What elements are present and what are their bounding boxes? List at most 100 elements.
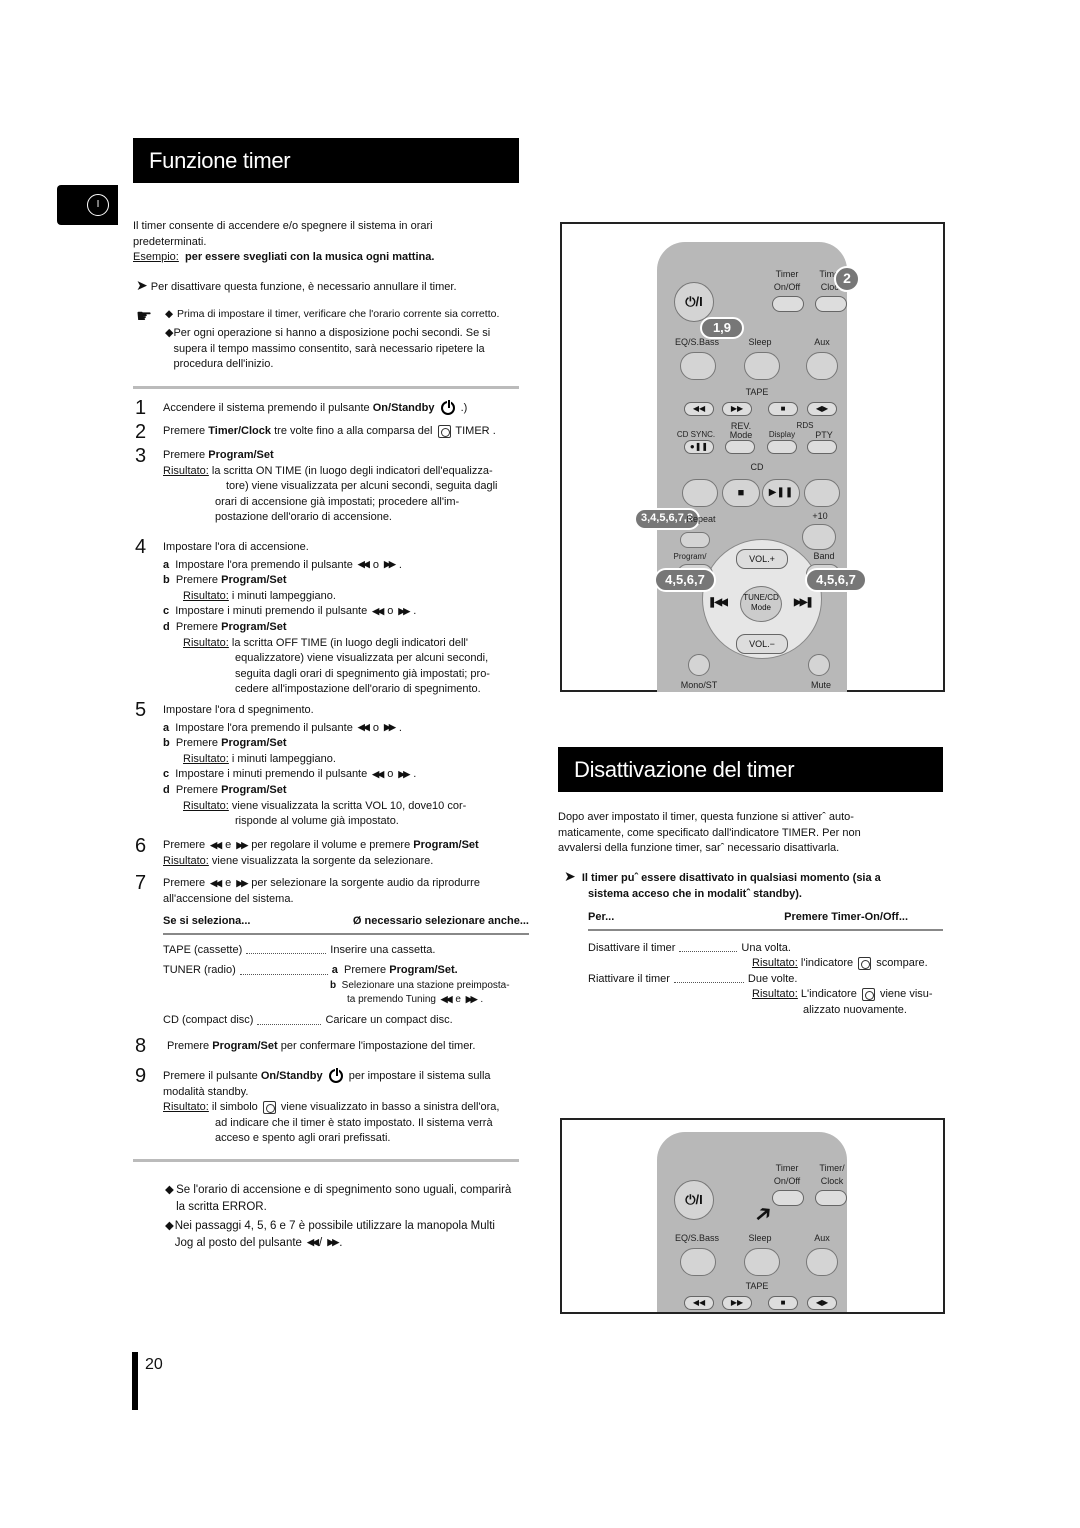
step-2: Premere Timer/Clock tre volte fino a all…	[163, 424, 496, 438]
table-row: TUNER (radio) a Premere Program/Set.	[163, 964, 458, 977]
repeat-button[interactable]	[680, 532, 710, 548]
eq-button[interactable]	[680, 1248, 716, 1276]
callout-1-9: 1,9	[700, 317, 744, 339]
eq-button[interactable]	[680, 352, 716, 380]
step-7: Premere ◀◀ e ▶▶ per selezionare la sorge…	[163, 877, 480, 905]
next-icon: ▶▶	[384, 722, 396, 733]
tips-list: ◆Prima di impostare il timer, verificare…	[165, 308, 500, 371]
mono-button[interactable]	[688, 654, 710, 676]
language-tab: I	[57, 185, 118, 225]
tape-section-label: TAPE	[732, 386, 782, 399]
step-8: Premere Program/Set per confermare l'imp…	[167, 1040, 476, 1052]
power-icon	[328, 1067, 343, 1084]
next-icon: ▶▶	[398, 606, 410, 617]
sleep-button[interactable]	[744, 1248, 780, 1276]
tape-section-label: TAPE	[732, 1280, 782, 1293]
disable-table: Per... Premere Timer-On/Off... Disattiva…	[588, 910, 943, 1019]
timer-clock-icon	[861, 988, 875, 1002]
prev-icon: ◀◀	[357, 559, 370, 570]
aux-button[interactable]	[806, 352, 838, 380]
language-indicator: I	[87, 194, 109, 216]
callout-4-7-right: 4,5,6,7	[805, 568, 867, 592]
arrow-icon: ➤	[136, 277, 148, 293]
plus10-button[interactable]	[802, 524, 836, 550]
tape-forward-button[interactable]: ▶▶	[722, 1296, 752, 1310]
step-5: Impostare l'ora d spegnimento. a Imposta…	[163, 704, 467, 828]
pointing-hand-icon: ☛	[136, 306, 153, 326]
timer-clock-button[interactable]	[815, 296, 847, 312]
tape-play-button[interactable]: ◀▶	[807, 1296, 837, 1310]
cd-section-label: CD	[742, 461, 772, 474]
timer-clock-icon	[437, 424, 451, 438]
prev-icon: ◀◀	[357, 722, 370, 733]
power-button[interactable]: ⏻/I	[674, 282, 714, 322]
page-title-bar: Funzione timer	[133, 138, 519, 183]
callout-4-7-left: 4,5,6,7	[654, 568, 716, 592]
page-title: Funzione timer	[149, 147, 291, 173]
source-table: Se si seleziona... Ø necessario selezion…	[163, 914, 529, 1029]
timer-clock-icon	[262, 1100, 276, 1114]
table-row: CD (compact disc)Caricare un compact dis…	[163, 1014, 453, 1027]
step-4-number: 4	[135, 536, 147, 558]
timer-clock-icon	[858, 956, 872, 970]
vol-up-button[interactable]: VOL.+	[736, 549, 788, 569]
cd-left-button[interactable]	[682, 479, 718, 507]
step-1-number: 1	[135, 397, 147, 419]
step-6-number: 6	[135, 835, 147, 857]
step-1: Accendere il sistema premendo il pulsant…	[163, 399, 468, 416]
power-icon	[440, 399, 455, 416]
table-header: Per...	[588, 911, 615, 923]
cd-play-button[interactable]: ▶❚❚	[762, 479, 800, 507]
example-label: Esempio:	[133, 251, 179, 264]
footnotes: ◆Se l'orario di accensione e di spegnime…	[165, 1184, 512, 1250]
tape-rewind-button[interactable]: ◀◀	[684, 1296, 714, 1310]
step-7-number: 7	[135, 872, 147, 894]
skip-forward-icon[interactable]: ▶▶❚	[794, 597, 814, 608]
timer-onoff-button[interactable]	[772, 296, 804, 312]
timer-clock-button[interactable]	[815, 1190, 847, 1206]
step-2-number: 2	[135, 421, 147, 443]
divider	[133, 1159, 519, 1162]
skip-back-icon[interactable]: ❚◀◀	[708, 597, 728, 608]
callout-3-8: 3,4,5,6,7,8	[634, 508, 700, 530]
step-3-number: 3	[135, 445, 147, 467]
cd-right-button[interactable]	[804, 479, 840, 507]
aux-button[interactable]	[806, 1248, 838, 1276]
mute-button[interactable]	[808, 654, 830, 676]
timer-onoff-button[interactable]	[772, 1190, 804, 1206]
step-3: Premere Program/Set Risultato: la scritt…	[163, 449, 498, 524]
display-button[interactable]	[767, 440, 797, 454]
right-intro: Dopo aver impostato il timer, questa fun…	[558, 811, 861, 855]
right-note: ➤ Il timer puˆ essere disattivato in qua…	[564, 868, 881, 900]
page-number: 20	[145, 1356, 163, 1373]
cd-stop-button[interactable]: ■	[722, 479, 760, 507]
tape-forward-button[interactable]: ▶▶	[722, 402, 752, 416]
tape-rewind-button[interactable]: ◀◀	[684, 402, 714, 416]
table-header: Ø necessario selezionare anche...	[352, 915, 529, 927]
disable-note: ➤ Per disattivare questa funzione, è nec…	[136, 277, 457, 293]
arrow-icon: ➤	[564, 868, 576, 884]
section-title: Disattivazione del timer	[574, 756, 795, 782]
step-9: Premere il pulsante On/Standby per impos…	[163, 1067, 500, 1145]
prev-icon: ◀◀	[372, 606, 384, 617]
next-icon: ▶▶	[384, 559, 396, 570]
mode-button[interactable]	[725, 440, 755, 454]
tape-stop-button[interactable]: ■	[768, 402, 798, 416]
tape-stop-button[interactable]: ■	[768, 1296, 798, 1310]
step-9-number: 9	[135, 1065, 147, 1087]
vol-down-button[interactable]: VOL.−	[736, 634, 788, 654]
prev-icon: ◀◀	[372, 769, 384, 780]
step-8-number: 8	[135, 1035, 147, 1057]
pty-button[interactable]	[807, 440, 837, 454]
step-4: Impostare l'ora di accensione. a Imposta…	[163, 541, 490, 696]
intro-text: Il timer consente di accendere e/o spegn…	[133, 220, 435, 264]
power-button[interactable]: ⏻/I	[674, 1180, 714, 1220]
tape-play-button[interactable]: ◀▶	[807, 402, 837, 416]
next-icon: ▶▶	[398, 769, 410, 780]
cd-play-pause-button[interactable]: ●❚❚	[684, 440, 714, 454]
page-number-bar	[132, 1352, 138, 1410]
sleep-button[interactable]	[744, 352, 780, 380]
